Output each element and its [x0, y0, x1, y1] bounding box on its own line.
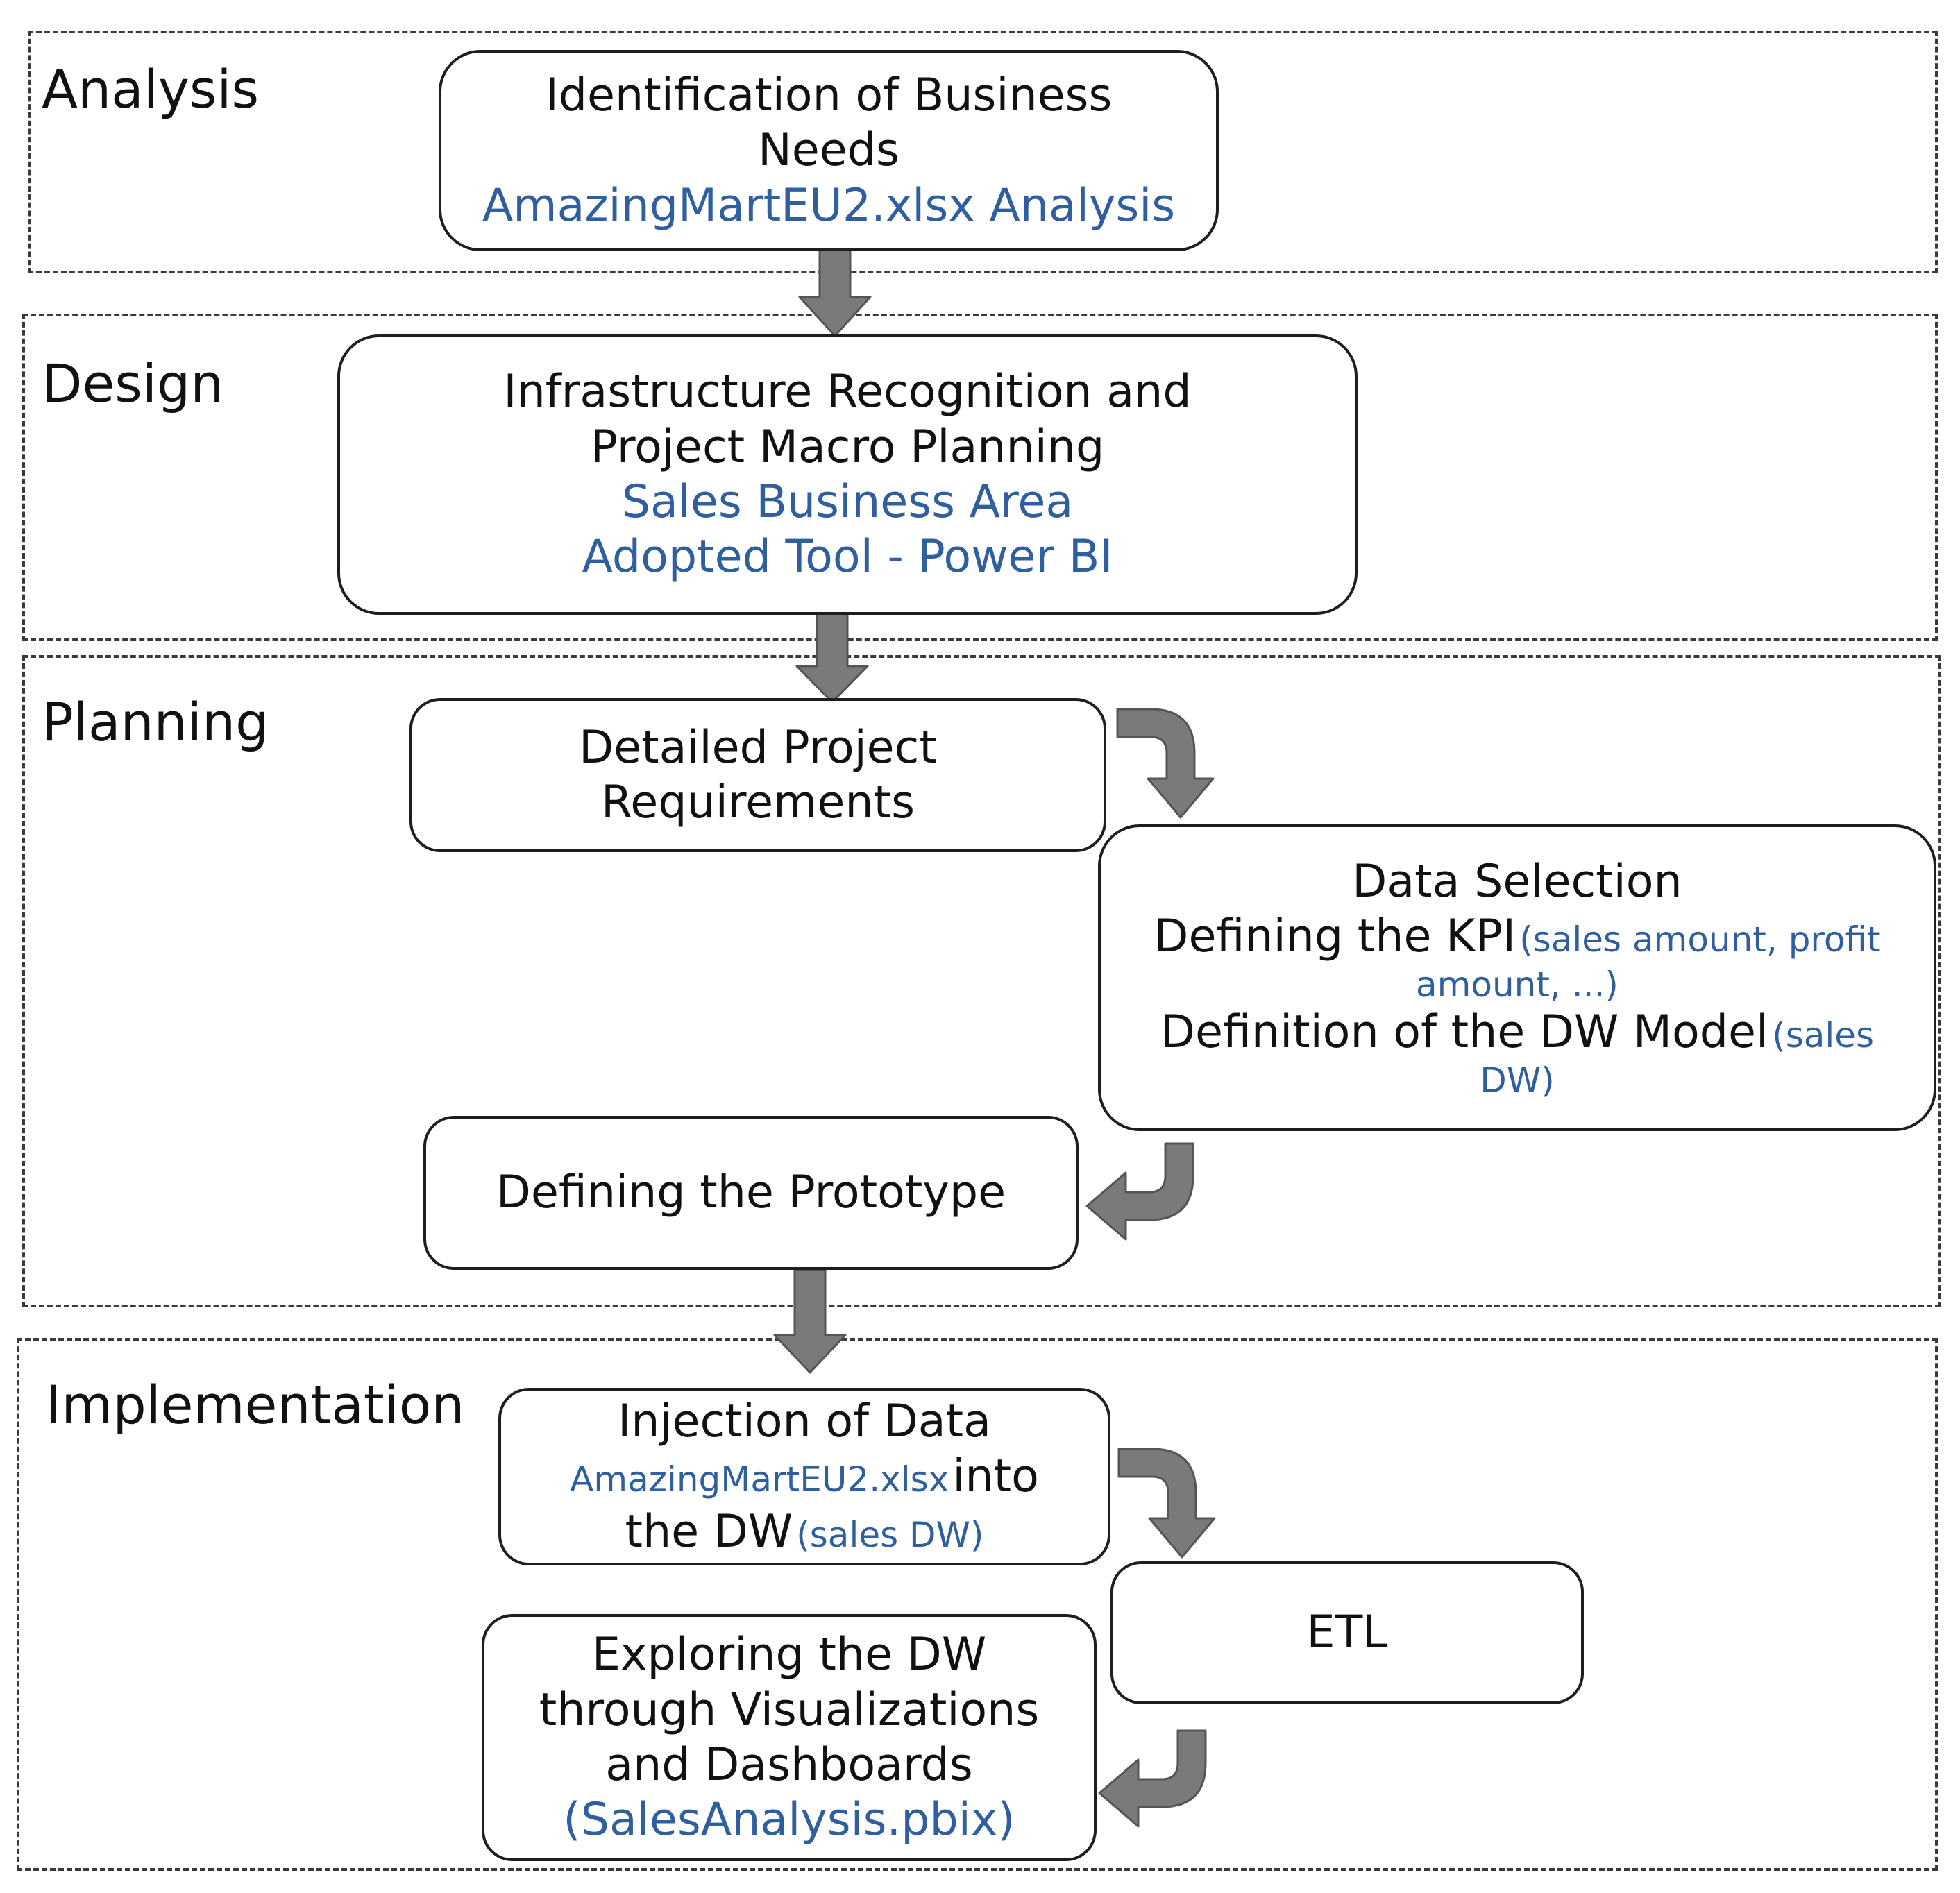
phase-analysis — [28, 31, 1938, 273]
exploring-line2: through Visualizations — [539, 1683, 1040, 1736]
injection-line1: Injection of Data — [618, 1395, 991, 1448]
infrastructure-business-area: Sales Business Area — [621, 476, 1074, 528]
requirements-box: Detailed Project Requirements — [409, 698, 1106, 852]
etl-label: ETL — [1306, 1606, 1388, 1659]
infrastructure-box: Infrastructure Recognition and Project M… — [337, 334, 1358, 615]
injection-dw-note: (sales DW) — [796, 1514, 984, 1555]
arrow-etl-to-exploring — [1098, 1729, 1207, 1828]
data-selection-box: Data Selection Defining the KPI (sales a… — [1098, 824, 1936, 1131]
requirements-line1: Detailed Project — [579, 721, 937, 774]
injection-into: into — [952, 1450, 1039, 1503]
dw-model-note: (sales DW) — [1480, 1015, 1875, 1101]
exploring-box: Exploring the DW through Visualizations … — [482, 1614, 1097, 1861]
prototype-label: Defining the Prototype — [496, 1166, 1006, 1219]
injection-box: Injection of Data AmazingMartEU2.xlsx in… — [498, 1388, 1110, 1565]
injection-dw: the DW — [625, 1505, 793, 1558]
business-needs-link: AmazingMartEU2.xlsx Analysis — [482, 179, 1176, 232]
arrow-requirements-to-data-selection — [1116, 708, 1215, 819]
infrastructure-line1: Infrastructure Recognition and — [503, 366, 1192, 418]
phase-design — [22, 314, 1938, 641]
arrow-injection-to-etl — [1117, 1448, 1216, 1559]
injection-line2: AmazingMartEU2.xlsx into — [570, 1449, 1039, 1504]
exploring-file: (SalesAnalysis.pbix) — [563, 1794, 1015, 1847]
business-needs-line2: Needs — [758, 124, 899, 177]
exploring-line3: and Dashboards — [605, 1739, 973, 1791]
arrow-data-selection-to-prototype — [1085, 1142, 1194, 1241]
dw-model-definition: Definition of the DW Model (sales DW) — [1142, 1005, 1892, 1101]
kpi-definition: Defining the KPI (sales amount, profit a… — [1142, 910, 1892, 1005]
data-selection-title: Data Selection — [1352, 856, 1682, 908]
infrastructure-adopted-tool: Adopted Tool - Power BI — [582, 531, 1113, 584]
infrastructure-line2: Project Macro Planning — [590, 421, 1105, 473]
business-needs-box: Identification of Business Needs Amazing… — [439, 50, 1219, 251]
kpi-note: (sales amount, profit amount, ...) — [1416, 919, 1881, 1005]
phase-label-implementation: Implementation — [46, 1374, 465, 1436]
phase-label-planning: Planning — [42, 691, 269, 753]
phase-implementation — [17, 1338, 1938, 1871]
injection-source-file: AmazingMartEU2.xlsx — [570, 1459, 949, 1500]
etl-box: ETL — [1110, 1561, 1584, 1704]
injection-line3: the DW (sales DW) — [625, 1504, 984, 1559]
phase-label-design: Design — [42, 353, 224, 414]
phase-label-analysis: Analysis — [42, 58, 260, 120]
arrow-planning-to-implementation — [773, 1268, 847, 1374]
requirements-line2: Requirements — [601, 776, 915, 829]
kpi-label: Defining the KPI — [1154, 910, 1517, 962]
business-needs-line1: Identification of Business — [545, 69, 1113, 122]
exploring-line1: Exploring the DW — [591, 1629, 987, 1681]
prototype-box: Defining the Prototype — [423, 1116, 1079, 1270]
dw-model-label: Definition of the DW Model — [1160, 1005, 1769, 1058]
phase-planning — [22, 655, 1941, 1307]
